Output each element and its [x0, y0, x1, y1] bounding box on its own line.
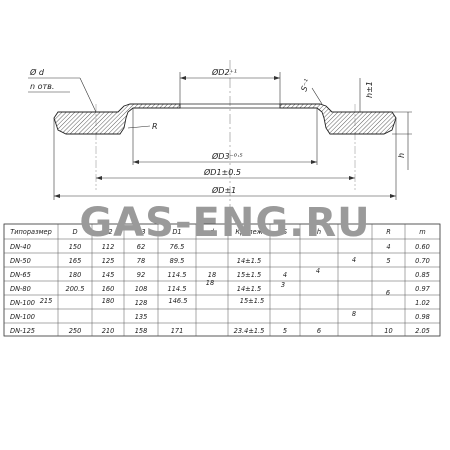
cell-dn100-d1: 146.5	[169, 297, 188, 305]
table-cell: 165	[69, 257, 82, 265]
cell-r-merged: 6	[386, 289, 390, 297]
table-cell: 15±1.5	[237, 271, 261, 279]
hole-leader-diag	[79, 77, 97, 113]
cell-dn100-d2: 180	[102, 297, 115, 305]
table-header-cell: S	[283, 228, 287, 236]
table-header-cell: h	[317, 228, 321, 236]
label-d3: ØD3⁻⁰·⁵	[211, 151, 243, 161]
table-cell: 158	[135, 327, 148, 335]
table-cell: 210	[102, 327, 115, 335]
label-hole-d: Ø d	[29, 67, 45, 77]
table-cell: 14±1.5	[237, 257, 261, 265]
table-cell: 14±1.5	[237, 285, 261, 293]
table-row-label: DN-50	[10, 257, 31, 265]
dimensions	[28, 72, 412, 200]
table-header-cell: D2	[103, 228, 112, 236]
table-cell: 0.60	[415, 243, 430, 251]
cell-s-merged-4: 4	[352, 256, 356, 264]
table-header-cell: R	[386, 228, 391, 236]
cell-dn100-bolt: 15±1.5	[240, 297, 264, 305]
table-cell: 0.85	[415, 271, 430, 279]
table-cell: 145	[102, 271, 115, 279]
table-cell: 89.5	[170, 257, 185, 265]
table-header-cell: Типоразмер	[10, 228, 52, 236]
cell-h-merged-4: 4	[316, 267, 320, 275]
table-header-cell: D	[72, 228, 77, 236]
table-cell: 23.4±1.5	[234, 327, 265, 335]
table-cell: 108	[135, 285, 148, 293]
label-r: R	[152, 122, 158, 131]
table-cell: 10	[384, 327, 392, 335]
table-row-label: DN-80	[10, 285, 31, 293]
table-cell: 76.5	[170, 243, 185, 251]
flange-profile-left	[53, 103, 181, 135]
flange-profile-right	[279, 103, 397, 135]
cell-d-merged: 18	[206, 279, 214, 287]
table-cell: 18	[208, 271, 216, 279]
table-cell: 180	[69, 271, 82, 279]
table-cell: 92	[137, 271, 145, 279]
cell-s-merged: 3	[281, 281, 285, 289]
table-cell: 78	[137, 257, 145, 265]
cell-dn100-d: 215	[40, 297, 53, 305]
table-cell: 6	[317, 327, 321, 335]
label-s: S⁻¹	[299, 78, 312, 93]
table-cell: 0.70	[415, 257, 430, 265]
table-cell: 62	[137, 243, 145, 251]
table-cell: 4	[386, 243, 390, 251]
table-row-label: DN-65	[10, 271, 31, 279]
table-cell: 250	[69, 327, 82, 335]
table-cell: 114.5	[168, 285, 187, 293]
table-cell: 5	[283, 327, 287, 335]
table-cell: 0.98	[415, 313, 430, 321]
cell-h-merged-8: 8	[352, 310, 356, 318]
table-cell: 150	[69, 243, 82, 251]
table-row-label: DN-40	[10, 243, 31, 251]
table-header-cell: m	[419, 228, 425, 236]
table-header-cell: Крепеж	[235, 228, 262, 236]
table-cell: 2.05	[415, 327, 430, 335]
label-d1: ØD1±0.5	[203, 167, 241, 177]
watermark-text: GAS-ENG.RU	[79, 200, 370, 246]
table-row-label: DN-125	[10, 327, 35, 335]
label-d2: ØD2⁺¹	[211, 67, 237, 77]
table-merged-cells: 18 215 180 146.5 15±1.5 3 4 4 6 8	[40, 256, 390, 318]
table-cell: 128	[135, 299, 148, 307]
table-cell: 112	[102, 243, 115, 251]
label-d: ØD±1	[211, 185, 236, 195]
flange-section	[53, 60, 397, 210]
label-h: h	[397, 153, 406, 158]
table-cell: 114.5	[168, 271, 187, 279]
table-cell: 200.5	[66, 285, 85, 293]
table-header-cell: D3	[136, 228, 145, 236]
table-header-cell: D1	[172, 228, 181, 236]
s-leader	[311, 87, 323, 105]
table-cell: 4	[283, 271, 287, 279]
table-grid	[3, 223, 441, 337]
label-h-tol: h±1	[365, 81, 374, 98]
table-cell: 160	[102, 285, 115, 293]
table-cell: 0.97	[415, 285, 430, 293]
arrowheads	[54, 76, 396, 198]
table-row-label: DN-100	[10, 299, 35, 307]
table-cell: 1.02	[415, 299, 430, 307]
label-holes-n: n отв.	[30, 82, 54, 91]
table-cell: 5	[386, 257, 390, 265]
table-row-label: DN-100	[10, 313, 35, 321]
table-cell: 135	[135, 313, 148, 321]
r-leader	[127, 125, 151, 129]
table-header-cell: d	[210, 228, 215, 236]
table-cell: 125	[102, 257, 115, 265]
table-cell: 171	[171, 327, 184, 335]
